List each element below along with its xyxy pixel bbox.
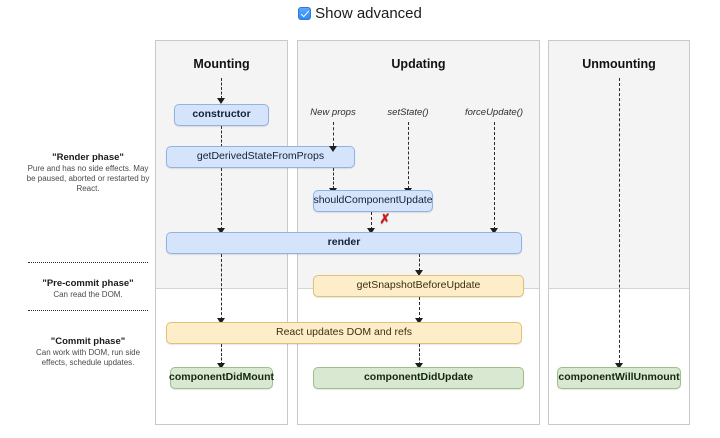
connector-dom-to-did-mount: [221, 344, 222, 365]
phase-pre-commit-title: "Pre-commit phase": [42, 278, 134, 289]
phase-commit-title: "Commit phase": [50, 336, 126, 347]
arrowhead-snapshot-to-dom: [415, 318, 423, 324]
phase-render-title: "Render phase": [52, 152, 124, 163]
connector-new-props: [333, 122, 334, 146]
phase-commit: "Commit phase" Can work with DOM, run si…: [26, 336, 150, 368]
arrowhead-new-props: [329, 146, 337, 152]
abort-x-icon: ✗: [379, 211, 391, 226]
arrowhead-to-did-update: [415, 363, 423, 369]
arrowhead-scu-to-render: [367, 228, 375, 234]
show-advanced-label: Show advanced: [315, 5, 422, 22]
phase-pre-commit: "Pre-commit phase" Can read the DOM.: [26, 278, 150, 300]
node-render[interactable]: render: [166, 232, 522, 254]
arrowhead-to-render-mount: [217, 228, 225, 234]
connector-force-update: [494, 122, 495, 230]
connector-scu-to-render: [371, 212, 372, 230]
arrowhead-to-snapshot: [415, 270, 423, 276]
connector-render-to-dom-mount: [221, 254, 222, 320]
node-component-will-unmount[interactable]: componentWillUnmount: [557, 367, 681, 389]
node-get-snapshot-before-update[interactable]: getSnapshotBeforeUpdate: [313, 275, 524, 297]
trigger-force-update: forceUpdate(): [464, 107, 524, 118]
phase-divider-precommit-commit: [28, 310, 148, 311]
node-constructor[interactable]: constructor: [174, 104, 269, 126]
phase-divider-render-precommit: [28, 262, 148, 263]
connector-set-state: [408, 122, 409, 189]
column-mounting-title: Mounting: [193, 57, 250, 71]
arrowhead-render-to-dom-mount: [217, 318, 225, 324]
node-get-derived-state-from-props[interactable]: getDerivedStateFromProps: [166, 146, 355, 168]
connector-dom-to-did-update: [419, 344, 420, 365]
phase-render: "Render phase" Pure and has no side effe…: [26, 152, 150, 194]
connector-mount-entry: [221, 78, 222, 99]
node-component-did-mount[interactable]: componentDidMount: [169, 367, 274, 389]
node-component-did-update[interactable]: componentDidUpdate: [313, 367, 524, 389]
trigger-set-state: setState(): [387, 107, 429, 118]
connector-render-to-snapshot: [419, 254, 420, 271]
arrowhead-to-constructor: [217, 98, 225, 104]
phase-render-desc: Pure and has no side effects. May be pau…: [26, 164, 150, 193]
column-updating-title: Updating: [391, 57, 446, 71]
connector-constructor-to-gdsfp: [221, 126, 222, 147]
connector-gdsfp-to-render-mount: [221, 168, 222, 230]
phase-pre-commit-desc: Can read the DOM.: [53, 290, 123, 299]
connector-unmount: [619, 78, 620, 363]
arrowhead-to-will-unmount: [615, 363, 623, 369]
node-react-updates-dom-and-refs[interactable]: React updates DOM and refs: [166, 322, 522, 344]
column-unmounting-title: Unmounting: [582, 57, 656, 71]
phase-commit-desc: Can work with DOM, run side effects, sch…: [35, 348, 141, 367]
trigger-new-props: New props: [310, 107, 356, 118]
node-should-component-update[interactable]: shouldComponentUpdate: [313, 190, 433, 212]
arrowhead-to-did-mount: [217, 363, 225, 369]
show-advanced-toggle[interactable]: Show advanced: [0, 6, 720, 21]
connector-gdsfp-to-scu: [333, 168, 334, 189]
checkbox-checked-icon[interactable]: [298, 7, 312, 20]
connector-snapshot-to-dom: [419, 297, 420, 320]
arrowhead-force-update: [490, 228, 498, 234]
